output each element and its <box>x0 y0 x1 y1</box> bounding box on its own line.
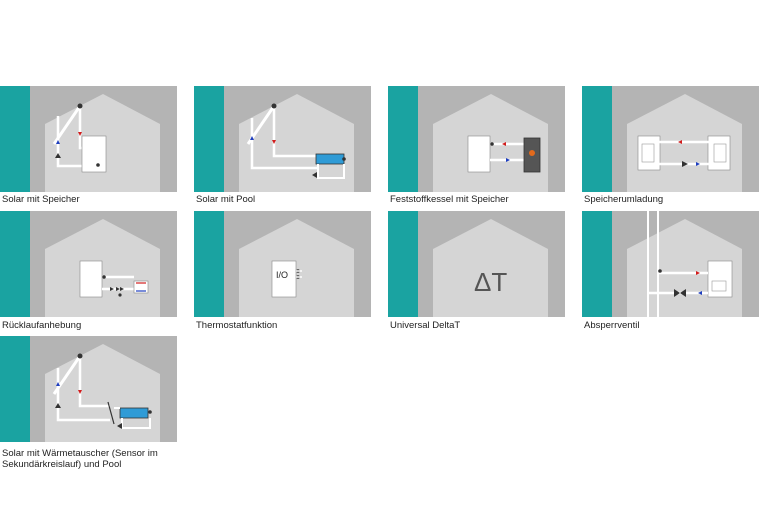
solar-heat-exchanger-pool-icon <box>0 336 177 442</box>
tile-label: Universal DeltaT <box>390 320 461 331</box>
tile-solar-mit-waermetauscher-und-pool[interactable] <box>0 336 177 442</box>
solid-fuel-boiler-icon <box>388 86 565 192</box>
return-flow-raise-icon <box>0 211 177 317</box>
solar-collector-storage-icon <box>0 86 177 192</box>
tile-label: Feststoffkessel mit Speicher <box>390 194 509 205</box>
tile-ruecklaufanhebung[interactable] <box>0 211 177 317</box>
tile-speicherumladung[interactable] <box>582 86 759 192</box>
tile-label: Thermostatfunktion <box>196 320 278 331</box>
solar-pool-icon <box>194 86 371 192</box>
tile-label-line-2: Sekundärkreislauf) und Pool <box>2 459 122 470</box>
io-text: I/O <box>276 270 288 280</box>
storage-transfer-icon <box>582 86 759 192</box>
tile-label: Solar mit Wärmetauscher (Sensor im Sekun… <box>2 448 187 470</box>
tile-label-line-1: Solar mit Wärmetauscher (Sensor im <box>2 448 158 459</box>
tile-label: Rücklaufanhebung <box>2 320 82 331</box>
tile-solar-mit-speicher[interactable] <box>0 86 177 192</box>
tile-label: Speicherumladung <box>584 194 664 205</box>
tile-label: Solar mit Speicher <box>2 194 80 205</box>
tile-thermostatfunktion[interactable]: I/O <box>194 211 371 317</box>
tile-solar-mit-pool[interactable] <box>194 86 371 192</box>
delta-t-icon: ΔT <box>388 211 565 317</box>
tile-label: Solar mit Pool <box>196 194 256 205</box>
shutoff-valve-icon <box>582 211 759 317</box>
delta-t-text: ΔT <box>474 267 507 297</box>
tile-label: Absperrventil <box>584 320 640 331</box>
tile-absperrventil[interactable] <box>582 211 759 317</box>
tile-universal-deltat[interactable]: ΔT <box>388 211 565 317</box>
thermostat-icon: I/O <box>194 211 371 317</box>
tile-feststoffkessel-mit-speicher[interactable] <box>388 86 565 192</box>
